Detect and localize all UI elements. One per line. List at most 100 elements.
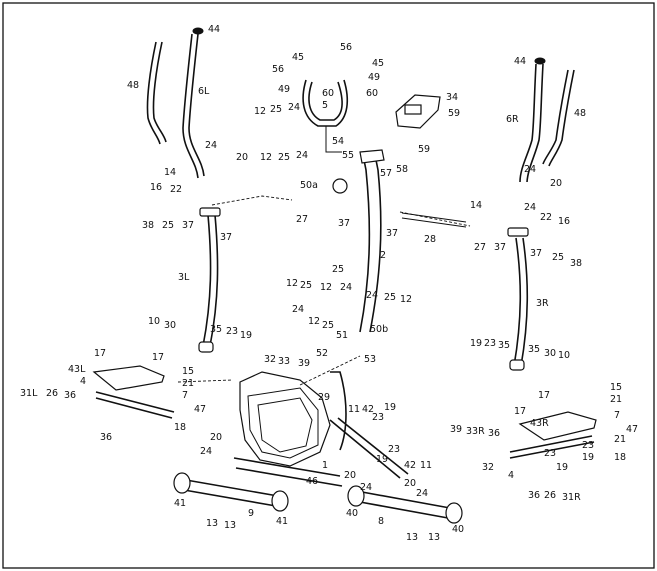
label-27-right: 27 xyxy=(474,242,486,253)
label-21-right: 21 xyxy=(610,394,622,405)
label-58: 58 xyxy=(396,164,408,175)
label-55: 55 xyxy=(342,150,354,161)
left-upper-handlebar xyxy=(146,27,205,179)
label-9: 9 xyxy=(248,508,254,519)
label-31r: 31R xyxy=(562,492,581,503)
label-46: 46 xyxy=(306,476,318,487)
axle-rod xyxy=(401,212,467,228)
label-17-right-b: 17 xyxy=(538,390,550,401)
label-19-a: 19 xyxy=(384,402,396,413)
label-24-right: 24 xyxy=(524,164,536,175)
label-18-left: 18 xyxy=(174,422,186,433)
label-5: 5 xyxy=(322,100,328,111)
label-23-b: 23 xyxy=(388,444,400,455)
label-59-b: 59 xyxy=(418,144,430,155)
label-59-a: 59 xyxy=(448,108,460,119)
right-lower-handlebar xyxy=(507,227,529,371)
label-19-right-b: 19 xyxy=(582,452,594,463)
label-19-b: 19 xyxy=(376,454,388,465)
label-50a: 50a xyxy=(300,180,318,191)
label-7-left: 7 xyxy=(182,390,188,401)
label-24-c: 24 xyxy=(340,282,352,293)
label-43l: 43L xyxy=(68,364,86,375)
label-37-right: 37 xyxy=(494,242,506,253)
label-4-left: 4 xyxy=(80,376,86,387)
label-39-right: 39 xyxy=(450,424,462,435)
label-35-right-b: 35 xyxy=(528,344,540,355)
label-23-a: 23 xyxy=(372,412,384,423)
label-25-f: 25 xyxy=(322,320,334,331)
label-25-e: 25 xyxy=(384,292,396,303)
label-15-left: 15 xyxy=(182,366,194,377)
label-49-left: 49 xyxy=(278,84,290,95)
label-11-a: 11 xyxy=(348,404,360,415)
center-handlebar xyxy=(302,79,349,153)
label-60-left: 60 xyxy=(322,88,334,99)
label-33-center: 33 xyxy=(278,356,290,367)
label-13-right-b: 13 xyxy=(428,532,440,543)
label-18-right: 18 xyxy=(614,452,626,463)
label-1: 1 xyxy=(322,460,328,471)
label-52: 52 xyxy=(316,348,328,359)
label-54: 54 xyxy=(332,136,344,147)
label-14-left: 14 xyxy=(164,167,176,178)
label-25-a: 25 xyxy=(270,104,282,115)
label-57: 57 xyxy=(380,168,392,179)
label-40-left: 40 xyxy=(346,508,358,519)
label-32-right: 32 xyxy=(482,462,494,473)
label-34: 34 xyxy=(446,92,458,103)
label-20-center: 20 xyxy=(210,432,222,443)
label-2: 2 xyxy=(380,250,386,261)
right-pedal xyxy=(509,411,597,459)
label-3r: 3R xyxy=(536,298,549,309)
label-24-rear-b: 24 xyxy=(416,488,428,499)
label-42-a: 42 xyxy=(362,404,374,415)
label-4-right: 4 xyxy=(508,470,514,481)
label-37-left: 37 xyxy=(182,220,194,231)
label-36-left-b: 36 xyxy=(100,432,112,443)
leader-lines xyxy=(177,195,471,386)
label-39-center: 39 xyxy=(298,358,310,369)
label-10-left: 10 xyxy=(148,316,160,327)
label-20-rear-b: 20 xyxy=(404,478,416,489)
label-36-right: 36 xyxy=(488,428,500,439)
label-20-rear: 20 xyxy=(344,470,356,481)
label-53: 53 xyxy=(364,354,376,365)
label-25-b: 25 xyxy=(278,152,290,163)
label-30-left: 30 xyxy=(164,320,176,331)
label-30-right: 30 xyxy=(544,348,556,359)
label-11-b: 11 xyxy=(420,460,432,471)
left-pedal xyxy=(92,365,175,419)
label-17-left: 17 xyxy=(94,348,106,359)
label-12-d: 12 xyxy=(320,282,332,293)
label-42-b: 42 xyxy=(404,460,416,471)
label-25-left: 25 xyxy=(162,220,174,231)
label-43r: 43R xyxy=(530,418,549,429)
label-3l: 3L xyxy=(178,272,190,283)
label-32-center: 32 xyxy=(264,354,276,365)
label-50b: 50b xyxy=(370,324,388,335)
label-36-left: 36 xyxy=(64,390,76,401)
label-48-right: 48 xyxy=(574,108,586,119)
label-48-left: 48 xyxy=(127,80,139,91)
label-33r: 33R xyxy=(466,426,485,437)
label-20-left: 20 xyxy=(236,152,248,163)
part-labels: 44 48 6L 14 24 20 16 22 38 25 37 37 3L 1… xyxy=(20,24,638,543)
main-mast xyxy=(332,149,385,333)
front-stabilizer xyxy=(173,472,289,512)
label-19-right: 19 xyxy=(470,338,482,349)
label-29: 29 xyxy=(318,392,330,403)
label-12-f: 12 xyxy=(308,316,320,327)
label-12-c: 12 xyxy=(286,278,298,289)
label-10-right: 10 xyxy=(558,350,570,361)
label-23-left: 23 xyxy=(226,326,238,337)
label-19-right-c: 19 xyxy=(556,462,568,473)
label-22-right: 22 xyxy=(540,212,552,223)
label-37-center-b: 37 xyxy=(386,228,398,239)
label-6r: 6R xyxy=(506,114,519,125)
label-37-center: 37 xyxy=(338,218,350,229)
label-47-right: 47 xyxy=(626,424,638,435)
label-47-left: 47 xyxy=(194,404,206,415)
label-25-c: 25 xyxy=(300,280,312,291)
